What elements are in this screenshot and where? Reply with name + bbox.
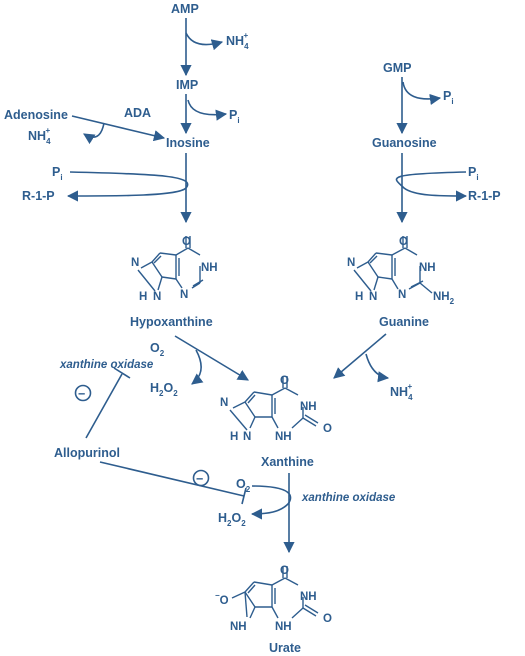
h2o2-label-1: H2O2	[150, 381, 178, 398]
guanine-n3-atom: N	[398, 289, 406, 301]
guanine-to-xanthine-arrow	[333, 333, 387, 379]
o2-label-2: O2	[236, 477, 251, 494]
pi-label-guanosine: Pi	[468, 165, 479, 182]
ada-enzyme-label: ADA	[124, 106, 151, 120]
r1p-label-right: R-1-P	[468, 189, 501, 203]
urate-o6-atom: O	[280, 565, 289, 577]
pi-label-gmp: Pi	[443, 89, 454, 106]
urate-o-minus-atom: −O	[215, 591, 229, 607]
r1p-label-left: R-1-P	[22, 189, 55, 203]
guanine-h-atom: H	[355, 291, 363, 303]
gmp-label: GMP	[383, 61, 411, 75]
inhibition-circle-1	[74, 384, 92, 402]
urate-structure	[231, 566, 319, 619]
xanthine-n9-atom: N	[243, 431, 251, 443]
amp-label: AMP	[171, 2, 199, 16]
xanthine-oxidase-label-1: xanthine oxidase	[59, 359, 154, 371]
imp-release-pi-arrow	[187, 99, 228, 121]
hypoxanthine-n7-atom: N	[131, 257, 139, 269]
h2o2-label-2: H2O2	[218, 511, 246, 528]
guanine-o-atom: O	[399, 236, 408, 248]
xanthine-nh1-atom: NH	[300, 401, 317, 413]
inosine-phosphorolysis-arrow	[66, 171, 189, 202]
hypoxanthine-o-atom: O	[182, 236, 191, 248]
allopurinol-inhibition-line-1	[85, 373, 123, 439]
xanthine-o2-atom: O	[323, 423, 332, 435]
inhibition-circle-2	[192, 469, 210, 487]
guanine-n9-atom: N	[369, 291, 377, 303]
xanthine-n7-atom: N	[220, 397, 228, 409]
hypoxanthine-to-xanthine-arrow	[174, 335, 249, 381]
adenosine-release-nh4-arrow	[83, 122, 105, 145]
pi-label-inosine: Pi	[52, 165, 63, 182]
allopurinol-label: Allopurinol	[54, 446, 120, 460]
nh4-label-adenosine: NH4+	[28, 126, 51, 146]
allopurinol-inhibition-line-2	[99, 461, 245, 497]
guanosine-phosphorolysis-arrow	[395, 171, 468, 202]
hypoxanthine-h-atom: H	[139, 291, 147, 303]
urate-nh3-atom: NH	[275, 621, 292, 633]
guanine-n7-atom: N	[347, 257, 355, 269]
inhibition-minus-1: −	[78, 387, 85, 401]
guanine-structure	[353, 236, 433, 294]
xanthine-o6-atom: O	[280, 375, 289, 387]
hypoxanthine-nh-atom: NH	[201, 262, 218, 274]
guanosine-label: Guanosine	[372, 136, 437, 150]
hypoxanthine-bond-n9	[157, 276, 163, 291]
h2o2-release-arrow-2	[250, 485, 292, 520]
xanthine-oxidase-label-2: xanthine oxidase	[301, 492, 396, 504]
h2o2-release-arrow-1	[191, 349, 204, 385]
hypoxanthine-n9-atom: N	[153, 291, 161, 303]
adenosine-label: Adenosine	[4, 108, 68, 122]
xanthine-nh3-atom: NH	[275, 431, 292, 443]
urate-nh9-atom: NH	[230, 621, 247, 633]
guanine-label: Guanine	[379, 315, 429, 329]
inosine-label: Inosine	[166, 136, 210, 150]
guanine-nh2-atom: NH2	[433, 291, 455, 306]
urate-label: Urate	[269, 641, 301, 655]
hypoxanthine-bond-ring	[137, 269, 156, 292]
pi-label-imp: Pi	[229, 108, 240, 125]
hypoxanthine-n3-atom: N	[180, 289, 188, 301]
amp-release-nh4-arrow	[185, 32, 224, 51]
urate-nh1-atom: NH	[300, 591, 317, 603]
hypoxanthine-structure	[151, 236, 204, 289]
gmp-release-pi-arrow	[402, 81, 442, 106]
inhibition-minus-2: −	[196, 472, 203, 486]
xanthine-structure	[229, 376, 319, 431]
allopurinol-inhibition-bar-1	[113, 367, 131, 379]
adenosine-to-inosine-arrow	[71, 115, 166, 142]
o2-label-1: O2	[150, 341, 165, 358]
allopurinol-inhibition-bar-2	[241, 487, 247, 505]
nh4-label-guanine: NH4+	[390, 382, 413, 402]
hypoxanthine-bond-extra	[140, 261, 153, 269]
xanthine-h-atom: H	[230, 431, 238, 443]
nh4-label-amp: NH4+	[226, 31, 249, 51]
urate-o2-atom: O	[323, 613, 332, 625]
guanine-release-nh4-arrow	[365, 353, 390, 383]
imp-label: IMP	[176, 78, 198, 92]
hypoxanthine-label: Hypoxanthine	[130, 315, 213, 329]
guanine-nh-atom: NH	[419, 262, 436, 274]
xanthine-label: Xanthine	[261, 455, 314, 469]
